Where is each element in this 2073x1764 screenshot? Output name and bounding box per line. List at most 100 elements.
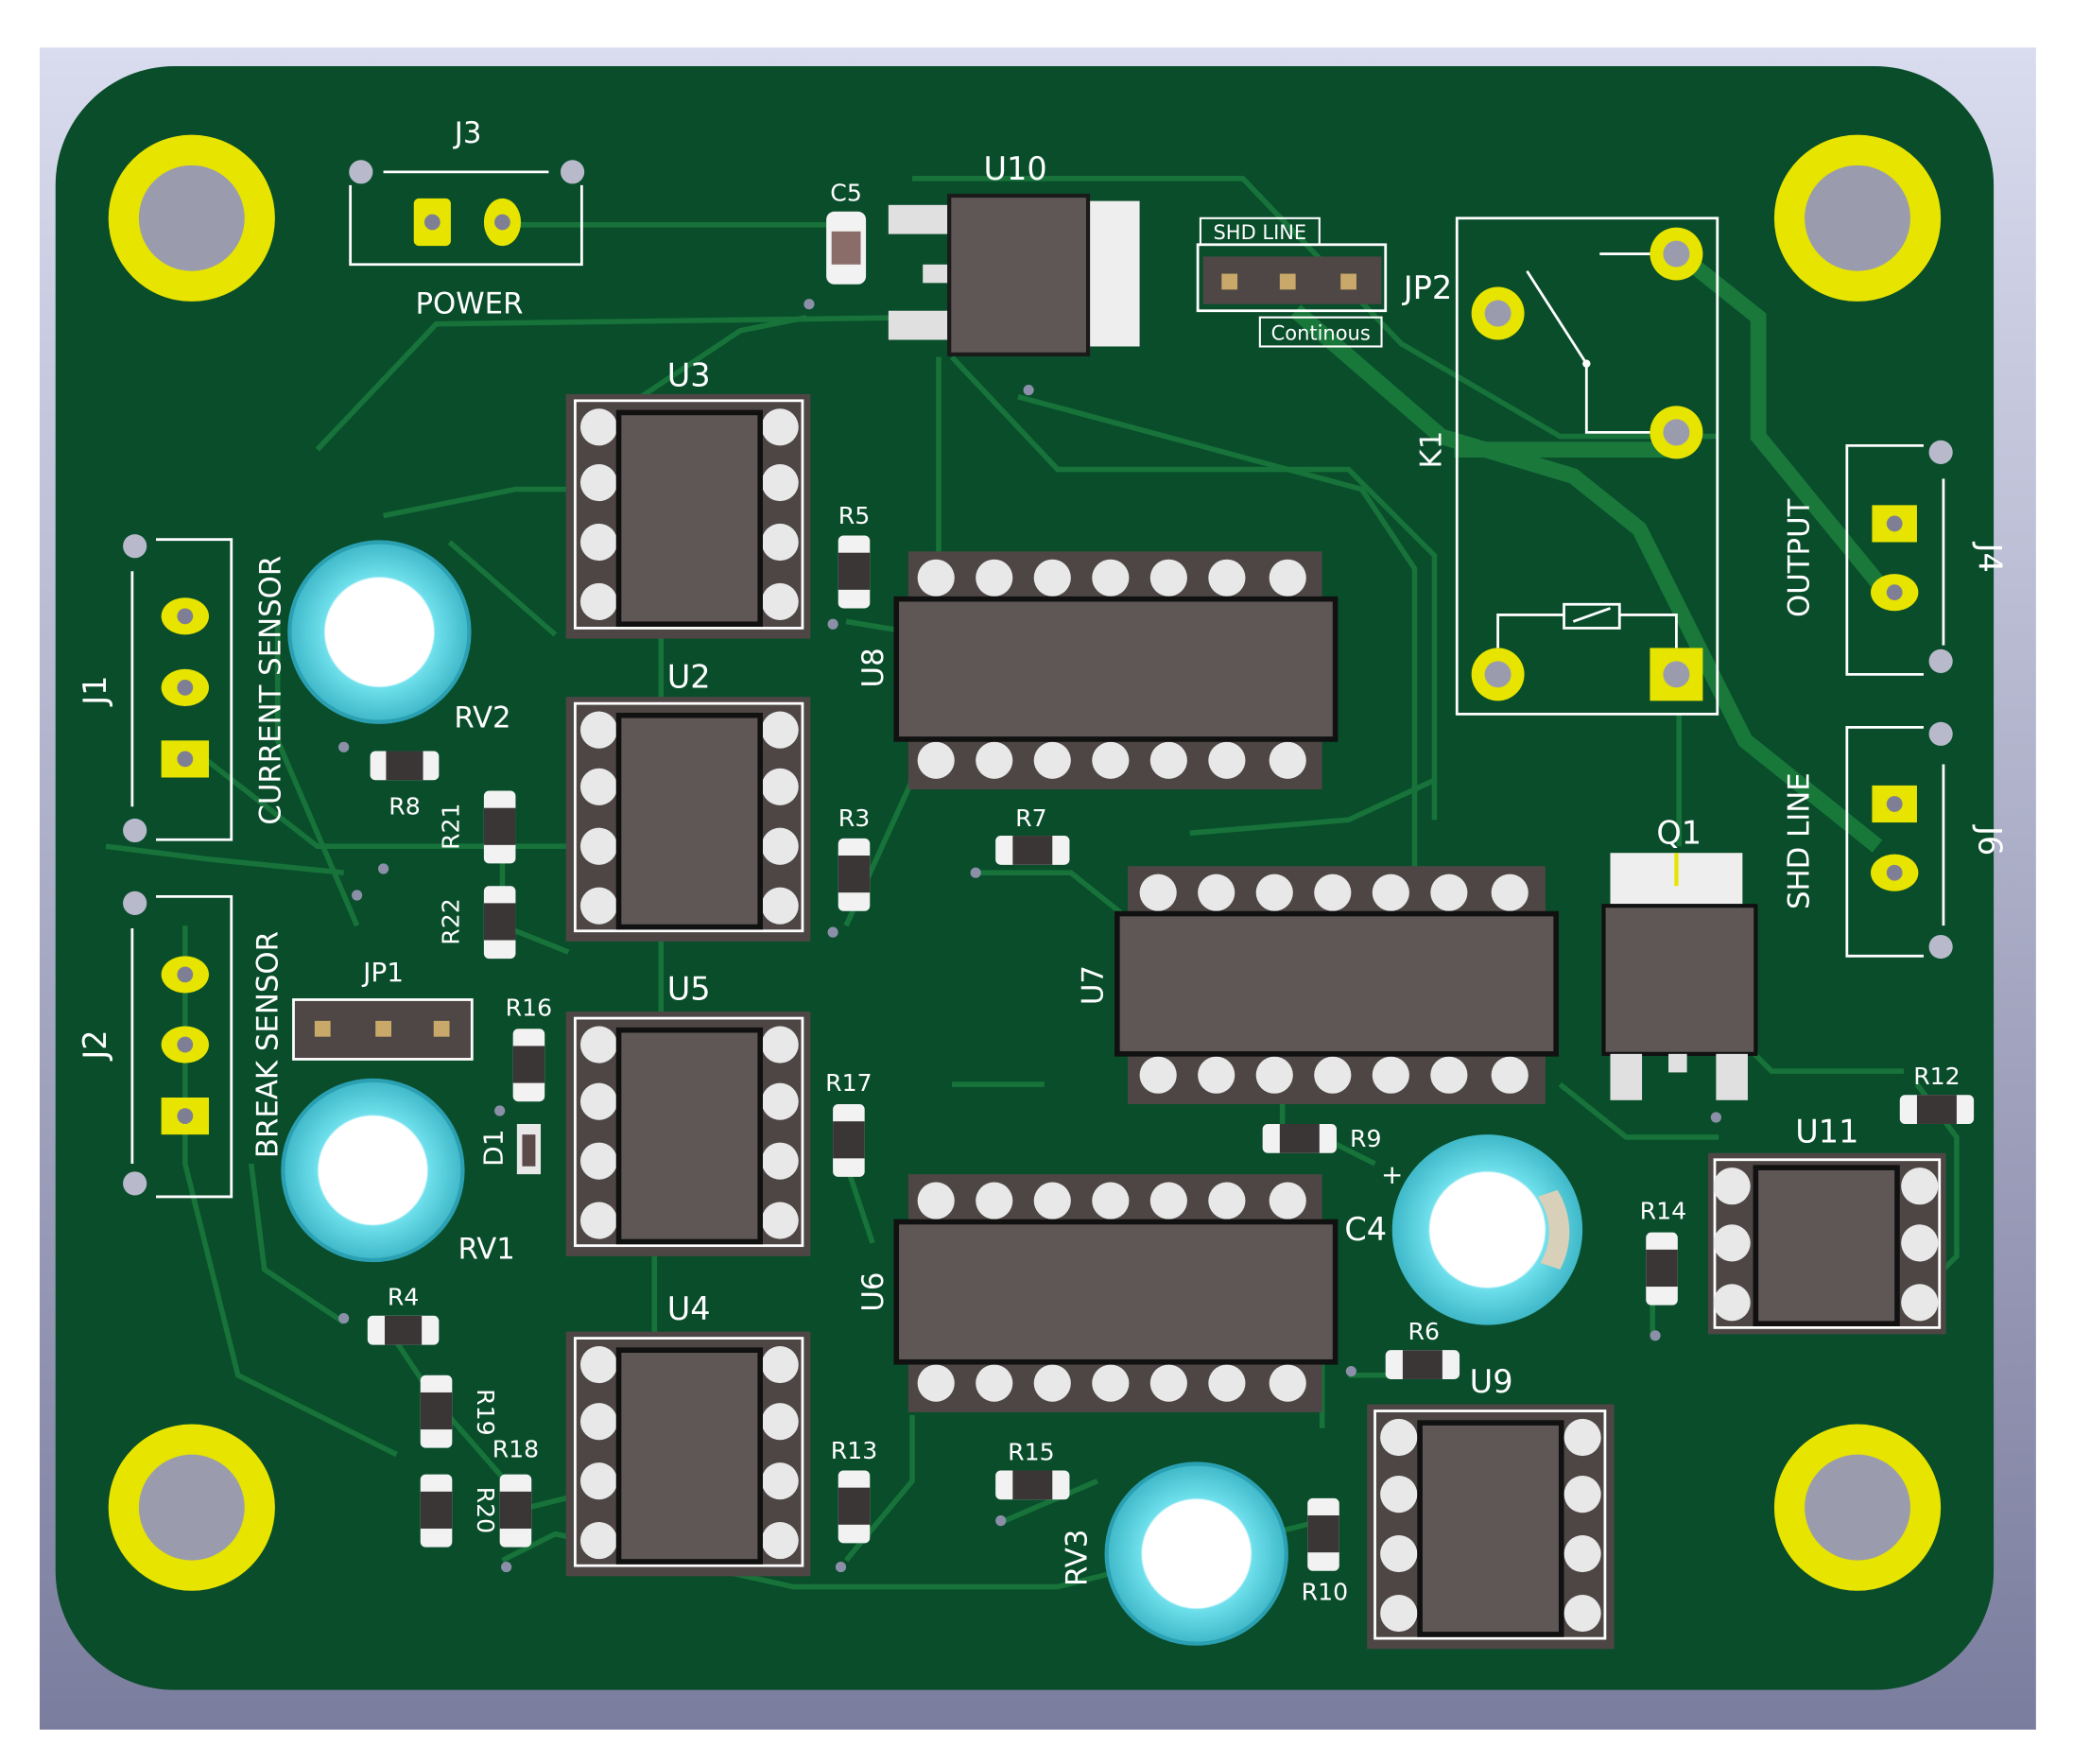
connector-j6: J6 SHD LINE: [1782, 721, 2009, 960]
capacitor-c4: + C4: [1344, 1134, 1583, 1325]
label-c4-plus: +: [1381, 1159, 1403, 1190]
resistor-r13: R13: [831, 1437, 877, 1544]
label-r14: R14: [1640, 1198, 1686, 1225]
label-jp1: JP1: [361, 957, 404, 988]
label-r9: R9: [1350, 1125, 1381, 1152]
label-shd-line-right: SHD LINE: [1782, 772, 1816, 909]
resistors: R8 R7 R9 R4 R6 R15 R12: [367, 751, 1975, 1500]
label-shd-line-top: SHD LINE: [1214, 221, 1307, 244]
potentiometer-rv1: RV1: [281, 1078, 515, 1267]
label-u10: U10: [983, 150, 1046, 187]
mounting-hole-top-right: [1773, 134, 1942, 302]
resistor-r12: R12: [1899, 1063, 1975, 1124]
resistor-r16: R16: [506, 994, 552, 1102]
label-rv2: RV2: [454, 700, 510, 735]
resistors-vertical: R5 R3 R17 R13 R21 R22 R16 R19 R18 R20 R1…: [420, 502, 1686, 1606]
mounting-hole-bottom-left: [108, 1424, 275, 1591]
label-r6: R6: [1408, 1318, 1440, 1345]
resistor-r6: R6: [1385, 1318, 1460, 1379]
resistor-r14: R14: [1640, 1198, 1686, 1306]
resistor-r3: R3: [838, 804, 871, 911]
label-j2: J2: [77, 1029, 113, 1061]
label-j4: J4: [1972, 542, 2009, 573]
resistor-r8: R8: [370, 751, 440, 821]
vias: [338, 299, 1721, 1573]
connector-j3: J3 POWER: [349, 116, 585, 321]
label-r18: R18: [492, 1435, 539, 1462]
label-r8: R8: [389, 793, 420, 821]
label-r20: R20: [472, 1487, 499, 1534]
label-continous: Continous: [1271, 321, 1371, 344]
label-u11: U11: [1795, 1114, 1858, 1150]
ic-u4: U4: [565, 1290, 811, 1577]
connector-j2: J2 BREAK SENSOR: [77, 891, 285, 1199]
resistor-r22: R22: [437, 886, 516, 960]
label-r22: R22: [437, 898, 464, 945]
resistor-r10: R10: [1302, 1497, 1348, 1606]
potentiometer-rv3: RV3: [1061, 1461, 1288, 1646]
label-r7: R7: [1015, 804, 1046, 832]
transistor-q1: Q1: [1601, 814, 1758, 1100]
resistor-r17: R17: [825, 1069, 872, 1177]
resistor-r15: R15: [995, 1438, 1070, 1500]
label-j3: J3: [453, 116, 482, 150]
label-r15: R15: [1008, 1438, 1054, 1465]
label-output: OUTPUT: [1782, 498, 1816, 617]
label-c5: C5: [830, 180, 862, 207]
label-d1: D1: [477, 1129, 509, 1166]
wide-traces: [1290, 258, 1884, 853]
label-r10: R10: [1302, 1579, 1348, 1606]
ic-u2: U2: [565, 658, 811, 942]
relay-k1: K1: [1414, 216, 1719, 716]
label-r16: R16: [506, 994, 552, 1021]
label-r4: R4: [388, 1284, 419, 1311]
label-u4: U4: [667, 1290, 711, 1327]
label-q1: Q1: [1656, 814, 1702, 851]
label-r21: R21: [437, 803, 464, 850]
label-u7: U7: [1076, 965, 1110, 1005]
ic-u9: U9: [1367, 1363, 1615, 1650]
resistor-r9: R9: [1262, 1123, 1381, 1153]
label-u5: U5: [667, 970, 711, 1007]
label-current-sensor: CURRENT SENSOR: [254, 556, 288, 825]
jumper-jp1: JP1: [292, 957, 474, 1061]
label-break-sensor: BREAK SENSOR: [251, 931, 285, 1158]
label-u2: U2: [667, 658, 711, 695]
resistor-r21: R21: [437, 790, 516, 864]
label-rv1: RV1: [458, 1233, 515, 1267]
label-r17: R17: [825, 1069, 872, 1097]
resistor-r20: R20: [420, 1474, 499, 1548]
label-r12: R12: [1913, 1063, 1960, 1090]
jumper-jp2: SHD LINE Continous JP2: [1196, 216, 1452, 348]
mounting-hole-top-left: [108, 134, 275, 302]
copper-traces: [105, 176, 1960, 1590]
mounting-hole-bottom-right: [1773, 1424, 1942, 1591]
resistor-r4: R4: [367, 1284, 440, 1345]
label-j6: J6: [1972, 824, 2009, 856]
label-r13: R13: [831, 1437, 877, 1464]
label-power: POWER: [415, 287, 523, 321]
resistor-r19: R19: [420, 1375, 499, 1448]
label-u9: U9: [1470, 1363, 1513, 1400]
ic-u7: U7: [1076, 866, 1559, 1104]
ic-u3: U3: [565, 356, 811, 639]
label-c4: C4: [1344, 1211, 1387, 1248]
ic-u8: U8: [856, 551, 1339, 790]
label-j1: J1: [77, 676, 113, 707]
ic-u6: U6: [856, 1174, 1339, 1412]
ic-u5: U5: [565, 970, 811, 1256]
label-r19: R19: [472, 1389, 499, 1436]
label-u3: U3: [667, 356, 711, 393]
resistor-r18: R18: [492, 1435, 539, 1548]
mounting-holes: [108, 134, 1942, 1591]
resistor-r7: R7: [995, 804, 1070, 865]
label-u8: U8: [856, 648, 890, 687]
label-u6: U6: [856, 1272, 890, 1312]
resistor-r5: R5: [838, 502, 871, 609]
label-rv3: RV3: [1061, 1530, 1095, 1586]
regulator-u10: U10: [888, 150, 1140, 356]
diode-d1: D1: [477, 1123, 542, 1175]
connector-j4: J4 OUTPUT: [1782, 440, 2009, 676]
label-r3: R3: [838, 804, 870, 832]
